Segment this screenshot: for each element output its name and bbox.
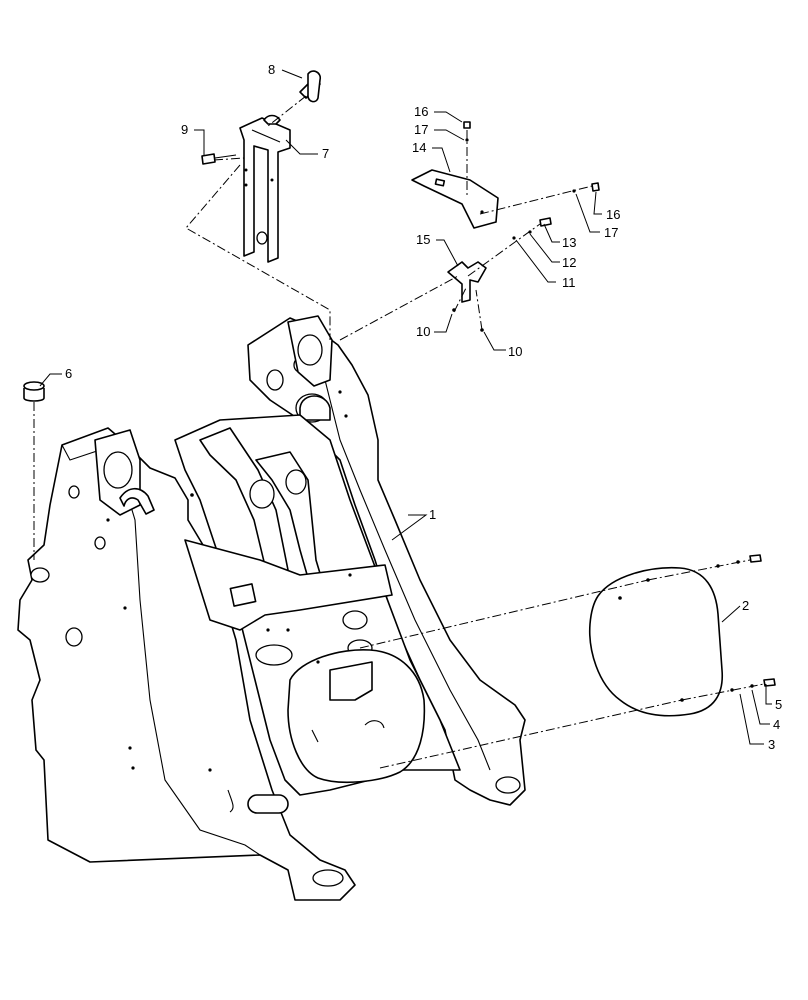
- front-frame-part-1: [17, 315, 526, 901]
- callout-2: 2: [742, 598, 749, 613]
- bolt-part-9: [201, 153, 237, 165]
- callout-10-right: 10: [508, 344, 522, 359]
- callout-3: 3: [768, 737, 775, 752]
- callout-8: 8: [268, 62, 275, 77]
- callout-16-right: 16: [606, 207, 620, 222]
- hardware-small-parts: [452, 121, 776, 692]
- callout-13: 13: [562, 235, 576, 250]
- callout-7: 7: [322, 146, 329, 161]
- callout-15: 15: [416, 232, 430, 247]
- callout-labels: 1 2 3 4 5 6 7 8 9 10 10 11 12 13 14 15 1…: [65, 62, 782, 752]
- callout-16-top: 16: [414, 104, 428, 119]
- callout-1: 1: [429, 507, 436, 522]
- bushing-part-6: [23, 381, 45, 560]
- callout-6: 6: [65, 366, 72, 381]
- callout-10-left: 10: [416, 324, 430, 339]
- plate-part-14: [411, 169, 499, 229]
- callout-17-right: 17: [604, 225, 618, 240]
- assembly-dash-lines: [185, 95, 765, 769]
- pin-part-8: [299, 70, 322, 103]
- clamp-part-15: [447, 261, 487, 303]
- callout-9: 9: [181, 122, 188, 137]
- callout-11: 11: [562, 275, 576, 290]
- callout-12: 12: [562, 255, 576, 270]
- callout-4: 4: [773, 717, 780, 732]
- cover-plate-part-2: [588, 566, 724, 717]
- bracket-part-7: [239, 114, 291, 263]
- callout-17-top: 17: [414, 122, 428, 137]
- callout-leaders: [39, 69, 772, 745]
- callout-5: 5: [775, 697, 782, 712]
- callout-14: 14: [412, 140, 426, 155]
